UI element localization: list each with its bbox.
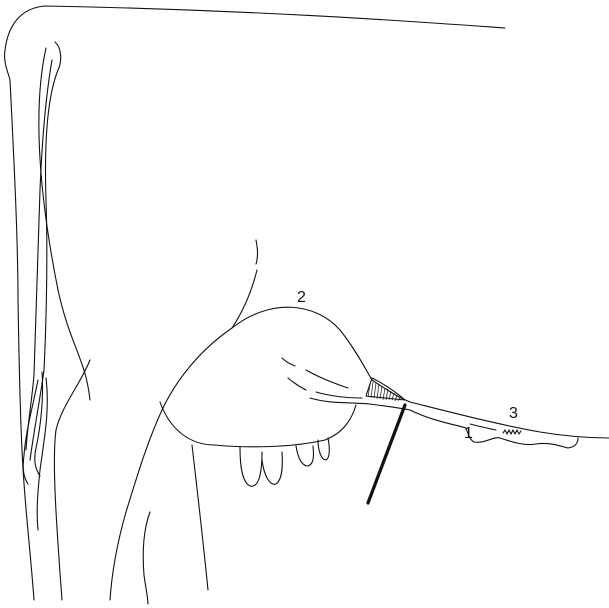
udder-top-outline — [232, 307, 372, 380]
indicator-line — [368, 405, 405, 503]
label-3: 3 — [509, 405, 518, 422]
foreleg-lower-strand-b — [23, 380, 38, 484]
milk-vein-segment-d — [316, 392, 362, 398]
milk-vein-segment-b — [306, 370, 348, 388]
hatched-area — [366, 378, 405, 401]
stifle-stub — [256, 240, 258, 264]
milk-vein-segment-a — [282, 358, 295, 366]
milk-vein-segment-c — [288, 378, 306, 390]
teat-2 — [262, 452, 282, 484]
zigzag-marker — [503, 430, 521, 434]
hind-leg-front-edge — [192, 445, 208, 590]
teat-1 — [240, 447, 262, 486]
label-1: 1 — [464, 425, 473, 442]
vein-segment-forward — [470, 424, 496, 430]
label-2: 2 — [297, 289, 306, 306]
teat-3 — [296, 446, 313, 466]
back-outline — [5, 6, 505, 80]
hind-leg-outer — [110, 328, 232, 600]
foreleg-outer-edge — [10, 80, 34, 600]
foreleg-elbow-curve — [54, 360, 90, 600]
belly-lower-vein — [310, 398, 578, 448]
udder-bottom-outline — [160, 402, 356, 447]
hind-leg-inner — [143, 512, 150, 604]
